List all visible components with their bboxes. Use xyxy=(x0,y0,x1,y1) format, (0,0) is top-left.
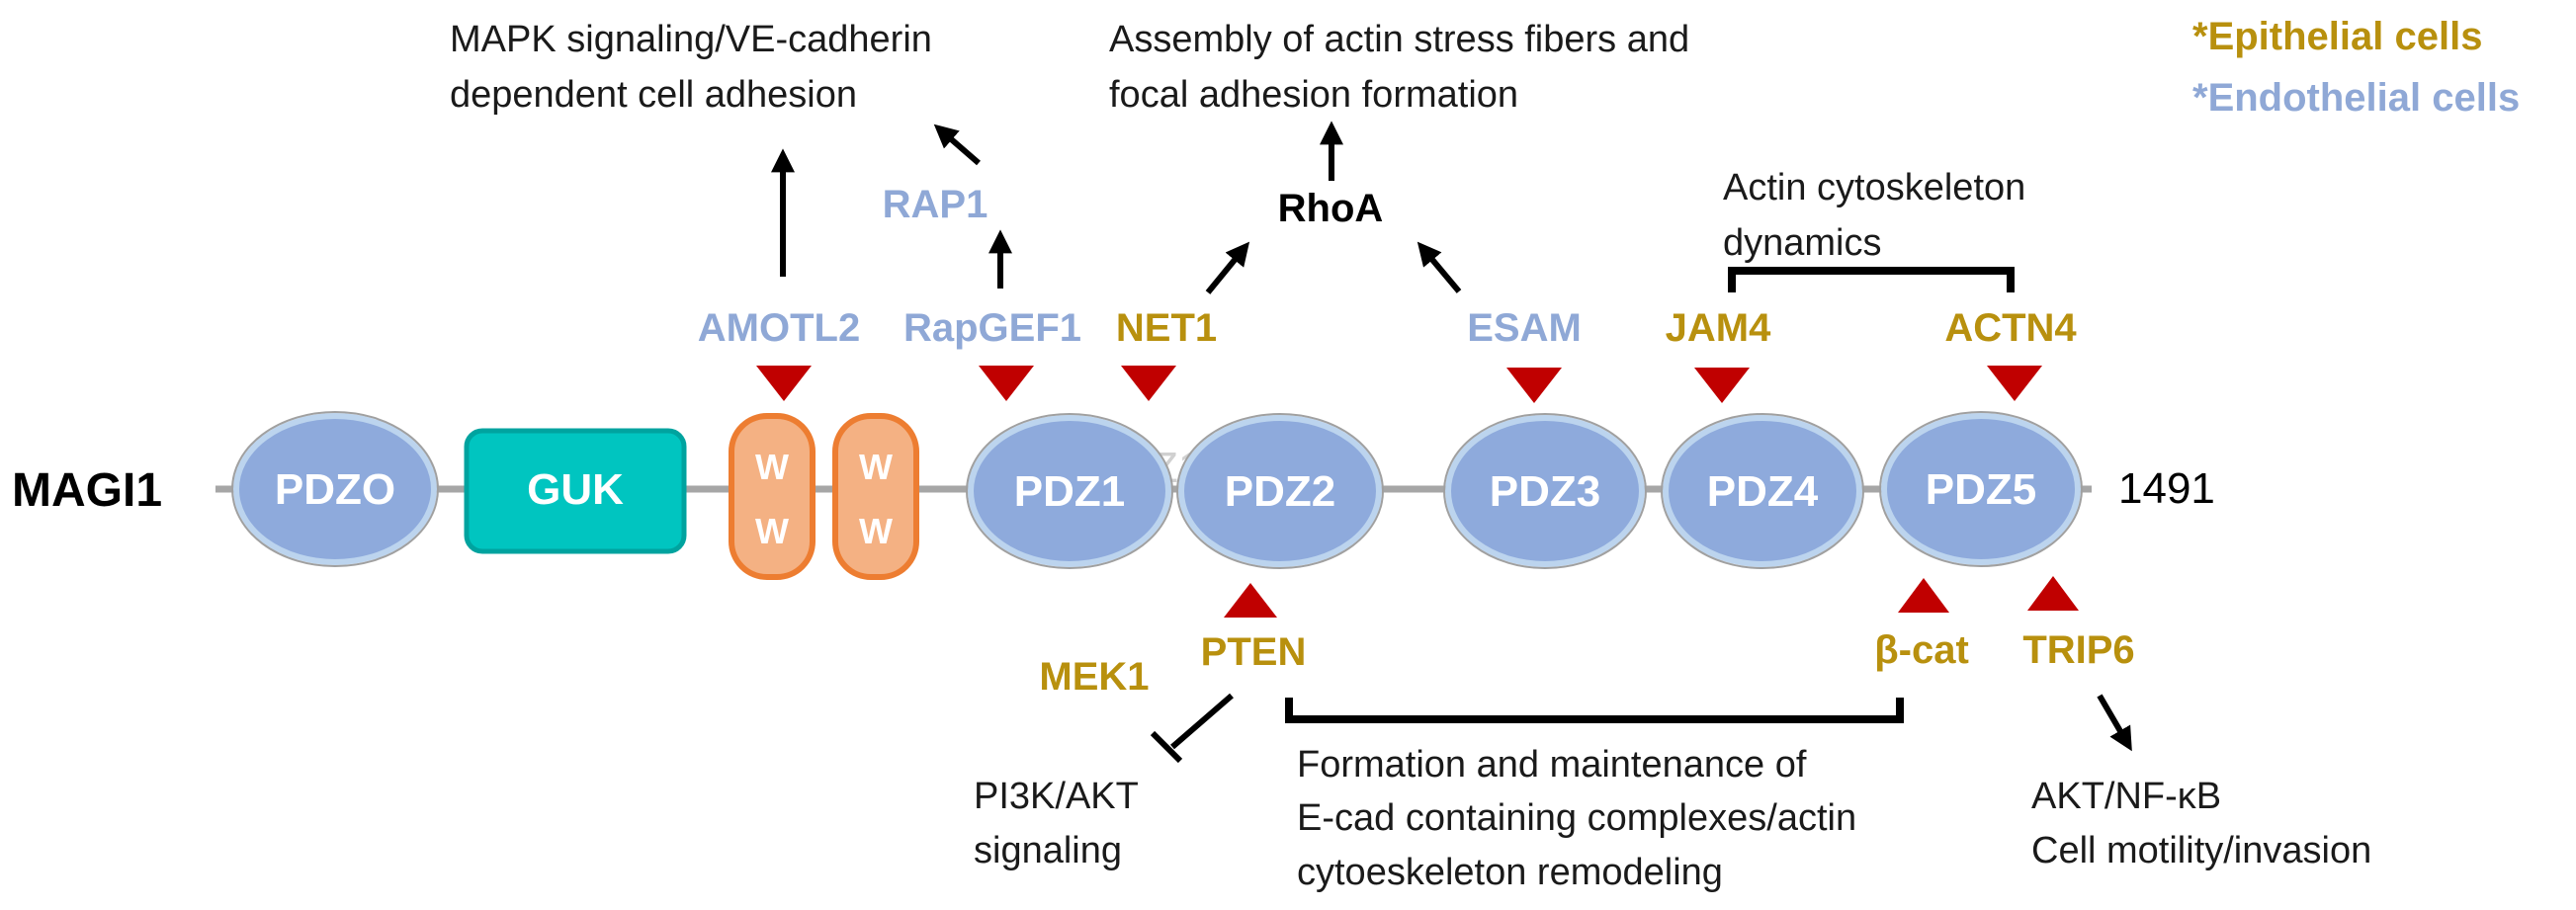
binding-triangle-esam xyxy=(1506,368,1562,403)
binding-triangle-trip6 xyxy=(2027,576,2079,611)
binding-triangle-bcat xyxy=(1898,578,1949,613)
svg-text:W: W xyxy=(755,447,789,487)
binding-markers-top xyxy=(756,366,2042,403)
interactor-pten: PTEN xyxy=(1201,630,1307,674)
svg-text:cytoeskeleton remodeling: cytoeskeleton remodeling xyxy=(1297,852,1723,893)
binding-triangle-actn4 xyxy=(1987,366,2042,401)
bracket-jam4-actn4 xyxy=(1728,267,2015,292)
binding-triangle-rapgef1 xyxy=(979,366,1034,401)
domain-pdz2[interactable]: PDZ2 xyxy=(1176,413,1384,569)
svg-text:MAPK signaling/VE-cadherin: MAPK signaling/VE-cadherin xyxy=(450,19,932,60)
svg-text:W: W xyxy=(859,447,893,487)
binding-triangle-jam4 xyxy=(1694,368,1750,403)
domain-pdz4[interactable]: PDZ4 xyxy=(1661,413,1864,569)
interactor-mek1: MEK1 xyxy=(1039,655,1149,699)
actin-dynamics-outcome-text: Actin cytoskeleton dynamics xyxy=(1723,167,2025,264)
svg-text:W: W xyxy=(859,511,893,551)
svg-text:Actin cytoskeleton: Actin cytoskeleton xyxy=(1723,167,2025,208)
svg-text:PDZ4: PDZ4 xyxy=(1707,467,1819,516)
arrow-rap1-to-mapk xyxy=(933,124,981,166)
svg-text:W: W xyxy=(755,511,789,551)
binding-markers-bottom xyxy=(1224,576,2079,618)
svg-text:PDZ2: PDZ2 xyxy=(1225,467,1335,516)
svg-text:GUK: GUK xyxy=(527,465,624,514)
akt-nfkb-outcome-text: AKT/NF-κB Cell motility/invasion xyxy=(2031,776,2371,871)
domain-pdz3[interactable]: PDZ3 xyxy=(1443,413,1647,569)
ecad-outcome-text: Formation and maintenance of E-cad conta… xyxy=(1297,744,1856,893)
svg-text:PDZO: PDZO xyxy=(275,465,395,514)
pi3k-outcome-text: PI3K/AKT signaling xyxy=(974,776,1139,871)
svg-text:signaling: signaling xyxy=(974,830,1122,871)
arrow-net1-to-rhoa xyxy=(1205,241,1250,294)
svg-text:E-cad containing complexes/act: E-cad containing complexes/actin xyxy=(1297,797,1856,839)
svg-text:dependent cell adhesion: dependent cell adhesion xyxy=(450,74,857,116)
svg-text:PDZ5: PDZ5 xyxy=(1926,465,2036,514)
protein-name: MAGI1 xyxy=(12,464,162,517)
domain-pdz0[interactable]: PDZO xyxy=(231,411,439,567)
legend-endothelial: *Endothelial cells xyxy=(2192,76,2520,120)
svg-text:dynamics: dynamics xyxy=(1723,222,1882,264)
interactor-jam4: JAM4 xyxy=(1666,306,1771,350)
domain-ww1[interactable]: W W xyxy=(729,413,816,580)
mapk-outcome-text: MAPK signaling/VE-cadherin dependent cel… xyxy=(450,19,932,116)
protein-length: 1491 xyxy=(2118,464,2215,513)
stress-fiber-outcome-text: Assembly of actin stress fibers and foca… xyxy=(1109,19,1689,116)
svg-text:focal adhesion formation: focal adhesion formation xyxy=(1109,74,1518,116)
svg-text:Assembly of actin stress fiber: Assembly of actin stress fibers and xyxy=(1109,19,1689,60)
interactor-actn4: ACTN4 xyxy=(1944,306,2077,350)
svg-text:PI3K/AKT: PI3K/AKT xyxy=(974,776,1139,817)
legend-epithelial: *Epithelial cells xyxy=(2192,15,2482,58)
interactor-esam: ESAM xyxy=(1467,306,1582,350)
interactor-net1: NET1 xyxy=(1116,306,1217,350)
domain-pdz5[interactable]: PDZ5 xyxy=(1879,411,2083,567)
bracket-pten-bcat xyxy=(1285,698,1904,723)
svg-text:PDZ3: PDZ3 xyxy=(1490,467,1600,516)
svg-text:Formation and maintenance of: Formation and maintenance of xyxy=(1297,744,1807,786)
inhibition-pten-pi3k xyxy=(1150,693,1234,764)
interactor-trip6: TRIP6 xyxy=(2022,628,2134,672)
binding-triangle-net1 xyxy=(1121,366,1176,401)
interactor-rapgef1: RapGEF1 xyxy=(903,306,1081,350)
interactor-amotl2: AMOTL2 xyxy=(698,306,860,350)
domain-guk[interactable]: GUK xyxy=(464,428,687,554)
rhoa-label: RhoA xyxy=(1278,187,1384,230)
domain-ww2[interactable]: W W xyxy=(832,413,919,580)
svg-text:PDZ1: PDZ1 xyxy=(1014,467,1125,516)
interactor-bcat: β-cat xyxy=(1874,628,1969,672)
svg-text:Cell motility/invasion: Cell motility/invasion xyxy=(2031,830,2371,871)
binding-triangle-pten xyxy=(1224,583,1277,618)
domain-pdz1[interactable]: PDZ1 xyxy=(966,413,1173,569)
arrow-esam-to-rhoa xyxy=(1417,241,1462,293)
svg-text:AKT/NF-κB: AKT/NF-κB xyxy=(2031,776,2221,817)
arrow-trip6-to-akt xyxy=(2097,694,2132,752)
binding-triangle-amotl2 xyxy=(756,366,812,401)
rap1-label: RAP1 xyxy=(883,183,988,226)
